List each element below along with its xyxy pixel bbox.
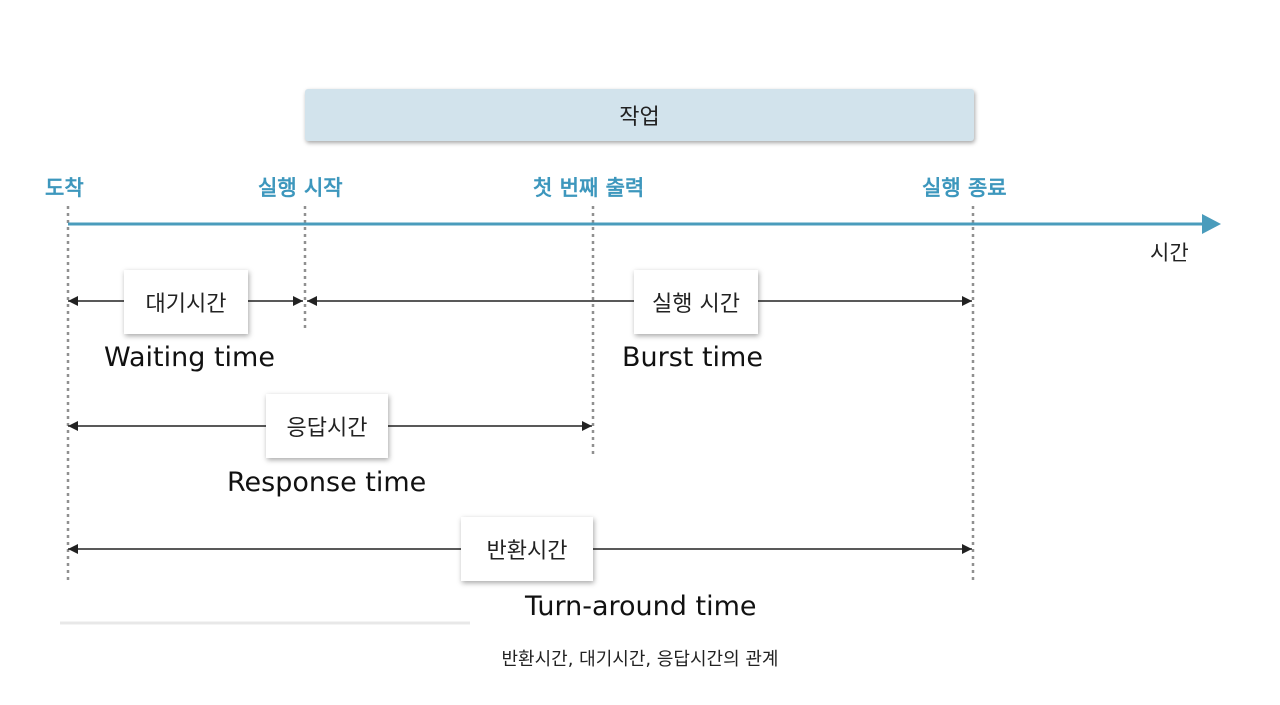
response-time-en-label: Response time xyxy=(227,467,427,498)
time-axis-label: 시간 xyxy=(1150,241,1189,265)
event-label-start: 실행 시작 xyxy=(258,176,343,200)
event-label-arrival: 도착 xyxy=(45,176,84,200)
turnaround-time-en-label: Turn-around time xyxy=(525,591,757,622)
turnaround-time-box: 반환시간 xyxy=(461,517,593,581)
figure-caption: 반환시간, 대기시간, 응답시간의 관계 xyxy=(501,649,779,670)
event-label-first-output: 첫 번째 출력 xyxy=(533,176,645,200)
task-bar: 작업 xyxy=(305,89,974,141)
event-label-end: 실행 종료 xyxy=(922,176,1007,200)
waiting-time-en-label: Waiting time xyxy=(104,342,275,373)
time-axis-arrowhead xyxy=(1202,214,1221,234)
burst-time-box: 실행 시간 xyxy=(634,270,758,334)
burst-time-en-label: Burst time xyxy=(622,342,763,373)
waiting-time-box: 대기시간 xyxy=(124,270,248,334)
response-time-box: 응답시간 xyxy=(266,394,388,458)
